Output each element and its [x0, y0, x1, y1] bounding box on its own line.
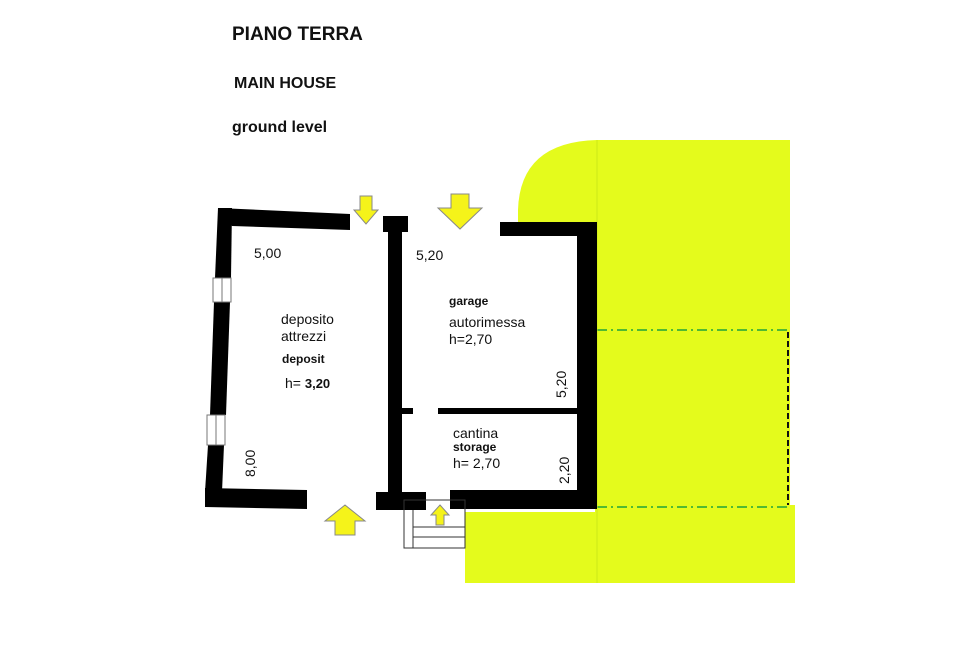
deposit-name-it-1: deposito: [281, 311, 334, 327]
garage-bottom-wall: [450, 490, 597, 509]
arrow-up-icon: [429, 504, 451, 526]
windows: [206, 277, 232, 446]
entry-steps: [403, 499, 466, 549]
property-boundary: [597, 329, 790, 508]
deposit-height-prefix: h=: [285, 375, 301, 391]
deposit-bottom-wall: [205, 488, 307, 509]
garage-top-wall: [500, 222, 597, 236]
middle-wall-base: [376, 492, 426, 510]
garage-width-dimension: 5,20: [416, 247, 444, 263]
deposit-left-wall-middle: [210, 302, 230, 415]
storage-name-en: storage: [453, 440, 497, 454]
deposit-width-dimension: 5,00: [254, 245, 282, 261]
arrow-down-icon: [436, 193, 484, 230]
deposit-left-wall-upper: [215, 208, 232, 278]
entrance-arrows: [323, 193, 484, 536]
storage-length-dimension: 2,20: [556, 456, 572, 484]
deposit-height: h= 3,20: [285, 376, 330, 390]
partition-wall: [438, 408, 578, 414]
arrow-up-icon: [323, 504, 367, 536]
building-title: MAIN HOUSE: [234, 75, 337, 92]
deposit-height-value: 3,20: [304, 376, 331, 391]
middle-wall: [388, 216, 402, 506]
deposit-top-wall: [218, 208, 350, 230]
storage-name-it: cantina: [453, 425, 499, 441]
deposit-name-it-2: attrezzi: [281, 328, 327, 344]
floor-title: PIANO TERRA: [232, 24, 363, 45]
storage-height: h= 2,70: [453, 455, 501, 471]
deposit-length-dimension: 8,00: [242, 449, 258, 477]
garden-area: [465, 140, 795, 583]
garage-name-it: autorimessa: [449, 314, 526, 330]
deposit-name-en: deposit: [282, 352, 325, 366]
garage-length-dimension: 5,20: [553, 370, 569, 398]
middle-wall-stub: [402, 408, 413, 414]
level-title: ground level: [232, 119, 328, 136]
arrow-down-icon: [352, 195, 380, 225]
garage-right-wall: [577, 222, 597, 509]
garage-name-en: garage: [449, 294, 489, 308]
garage-height: h=2,70: [449, 331, 493, 347]
deposit-left-wall-lower: [205, 445, 224, 492]
walls: [205, 208, 597, 510]
